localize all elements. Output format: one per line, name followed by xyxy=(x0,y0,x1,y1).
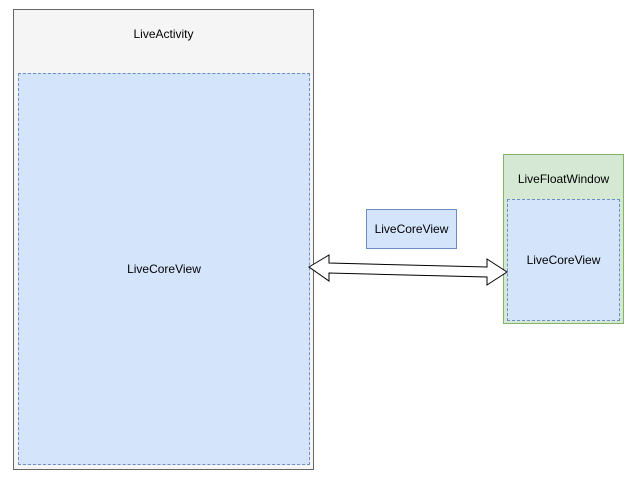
live-float-window-core-view: LiveCoreView xyxy=(507,199,620,321)
transit-core-view-label: LiveCoreView xyxy=(374,222,449,236)
live-activity-title: LiveActivity xyxy=(133,27,194,41)
live-activity-core-view: LiveCoreView xyxy=(18,73,310,465)
live-float-window-core-view-label: LiveCoreView xyxy=(526,253,601,267)
live-activity-core-view-label: LiveCoreView xyxy=(127,262,201,276)
bidirectional-arrow xyxy=(308,254,508,286)
live-float-window-title: LiveFloatWindow xyxy=(517,172,610,186)
transit-core-view: LiveCoreView xyxy=(366,209,457,249)
